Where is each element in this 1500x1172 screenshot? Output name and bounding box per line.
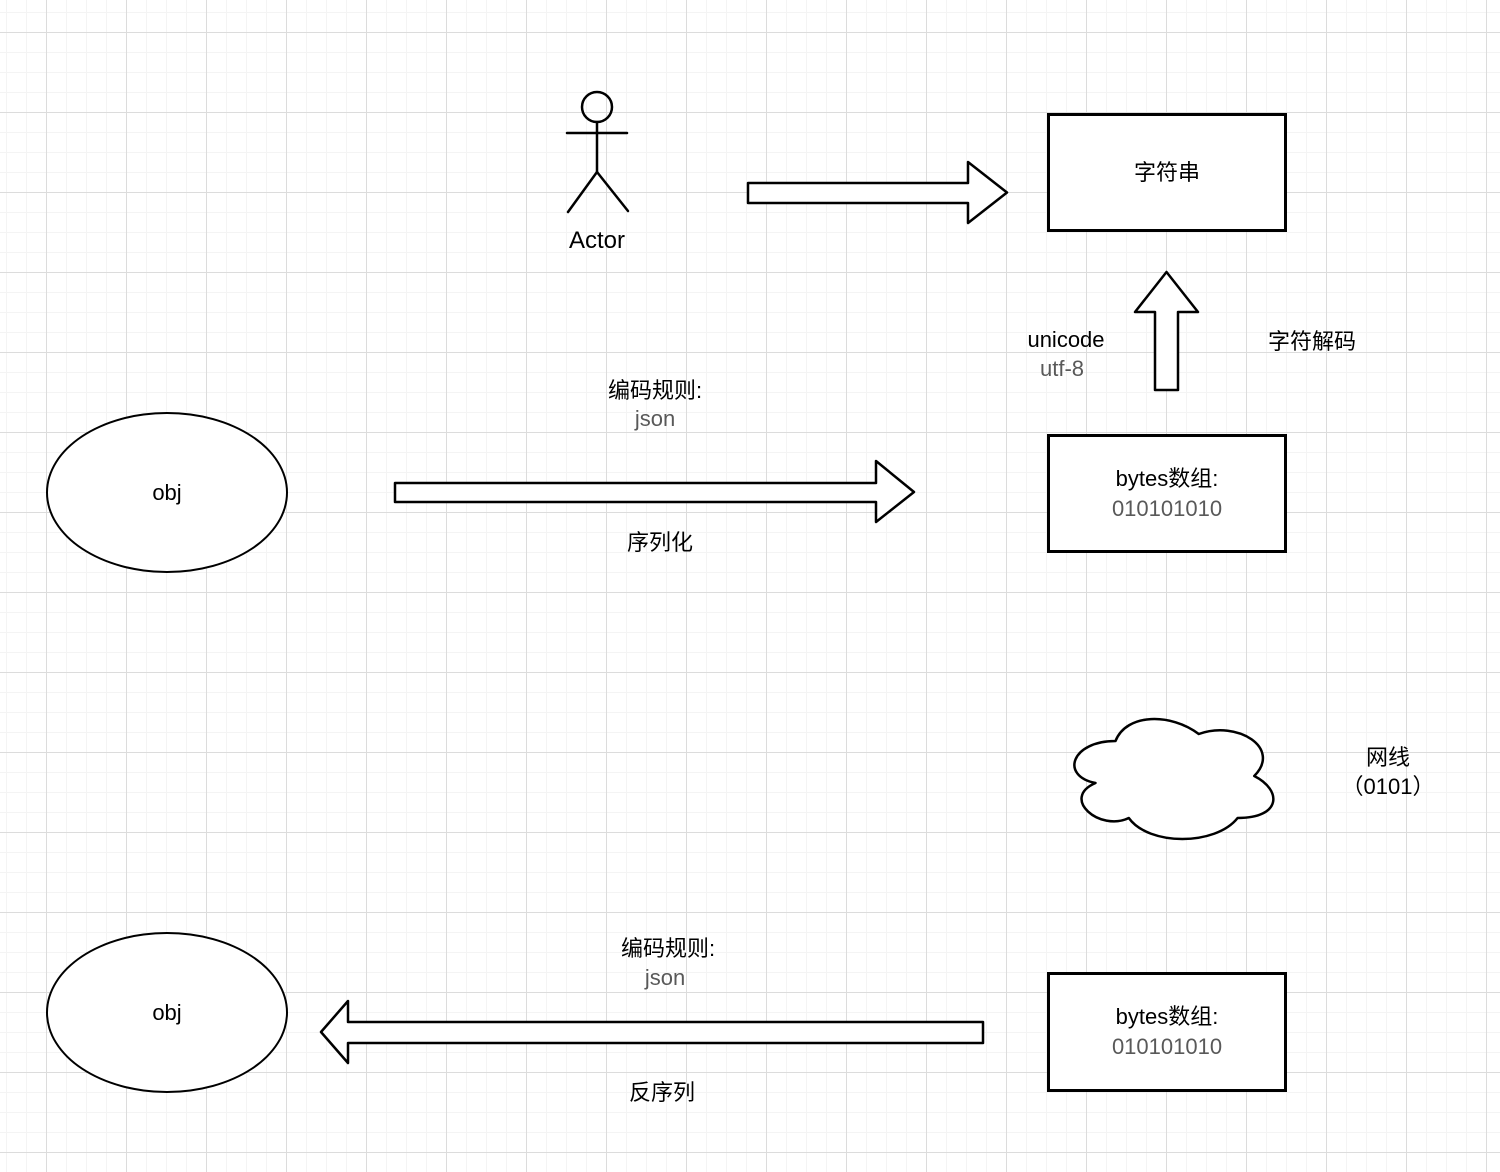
- bytes-array-box-top: bytes数组: 010101010: [1047, 434, 1287, 553]
- obj-ellipse-top: obj: [46, 412, 288, 573]
- bytes-array-value: 010101010: [1111, 495, 1223, 521]
- deserialize-label: 反序列: [628, 1080, 696, 1105]
- json-label-bottom: json: [644, 965, 686, 990]
- deserialize-arrow: [319, 999, 985, 1065]
- string-box: 字符串: [1047, 113, 1287, 232]
- decode-up-arrow: [1133, 270, 1200, 392]
- obj-label: obj: [152, 479, 182, 505]
- actor-label: Actor: [568, 227, 626, 254]
- char-decode-label: 字符解码: [1267, 329, 1357, 354]
- string-box-label: 字符串: [1133, 159, 1200, 185]
- utf8-label: utf-8: [1039, 356, 1085, 381]
- serialize-label: 序列化: [626, 530, 694, 555]
- bytes-array-title: bytes数组:: [1115, 465, 1219, 491]
- serialize-arrow: [393, 459, 916, 524]
- obj-ellipse-bottom: obj: [46, 932, 288, 1093]
- network-label: 网线: [1365, 745, 1411, 770]
- actor-leg-right: [595, 170, 630, 213]
- actor-head: [580, 90, 614, 124]
- actor-figure: [565, 90, 630, 214]
- json-label-top: json: [634, 406, 676, 431]
- network-cloud: [1073, 717, 1275, 841]
- actor-to-string-arrow: [746, 160, 1009, 225]
- bytes-array-title: bytes数组:: [1115, 1004, 1219, 1029]
- encode-rule-label-top: 编码规则:: [607, 378, 703, 403]
- encode-rule-label-bottom: 编码规则:: [620, 936, 716, 961]
- actor-leg-left: [566, 170, 599, 214]
- bytes-array-box-bottom: bytes数组: 010101010: [1047, 972, 1287, 1092]
- obj-label: obj: [152, 999, 182, 1025]
- unicode-label: unicode: [1027, 327, 1105, 352]
- bytes-array-value: 010101010: [1111, 1034, 1223, 1059]
- network-bits-label: （0101）: [1341, 774, 1435, 799]
